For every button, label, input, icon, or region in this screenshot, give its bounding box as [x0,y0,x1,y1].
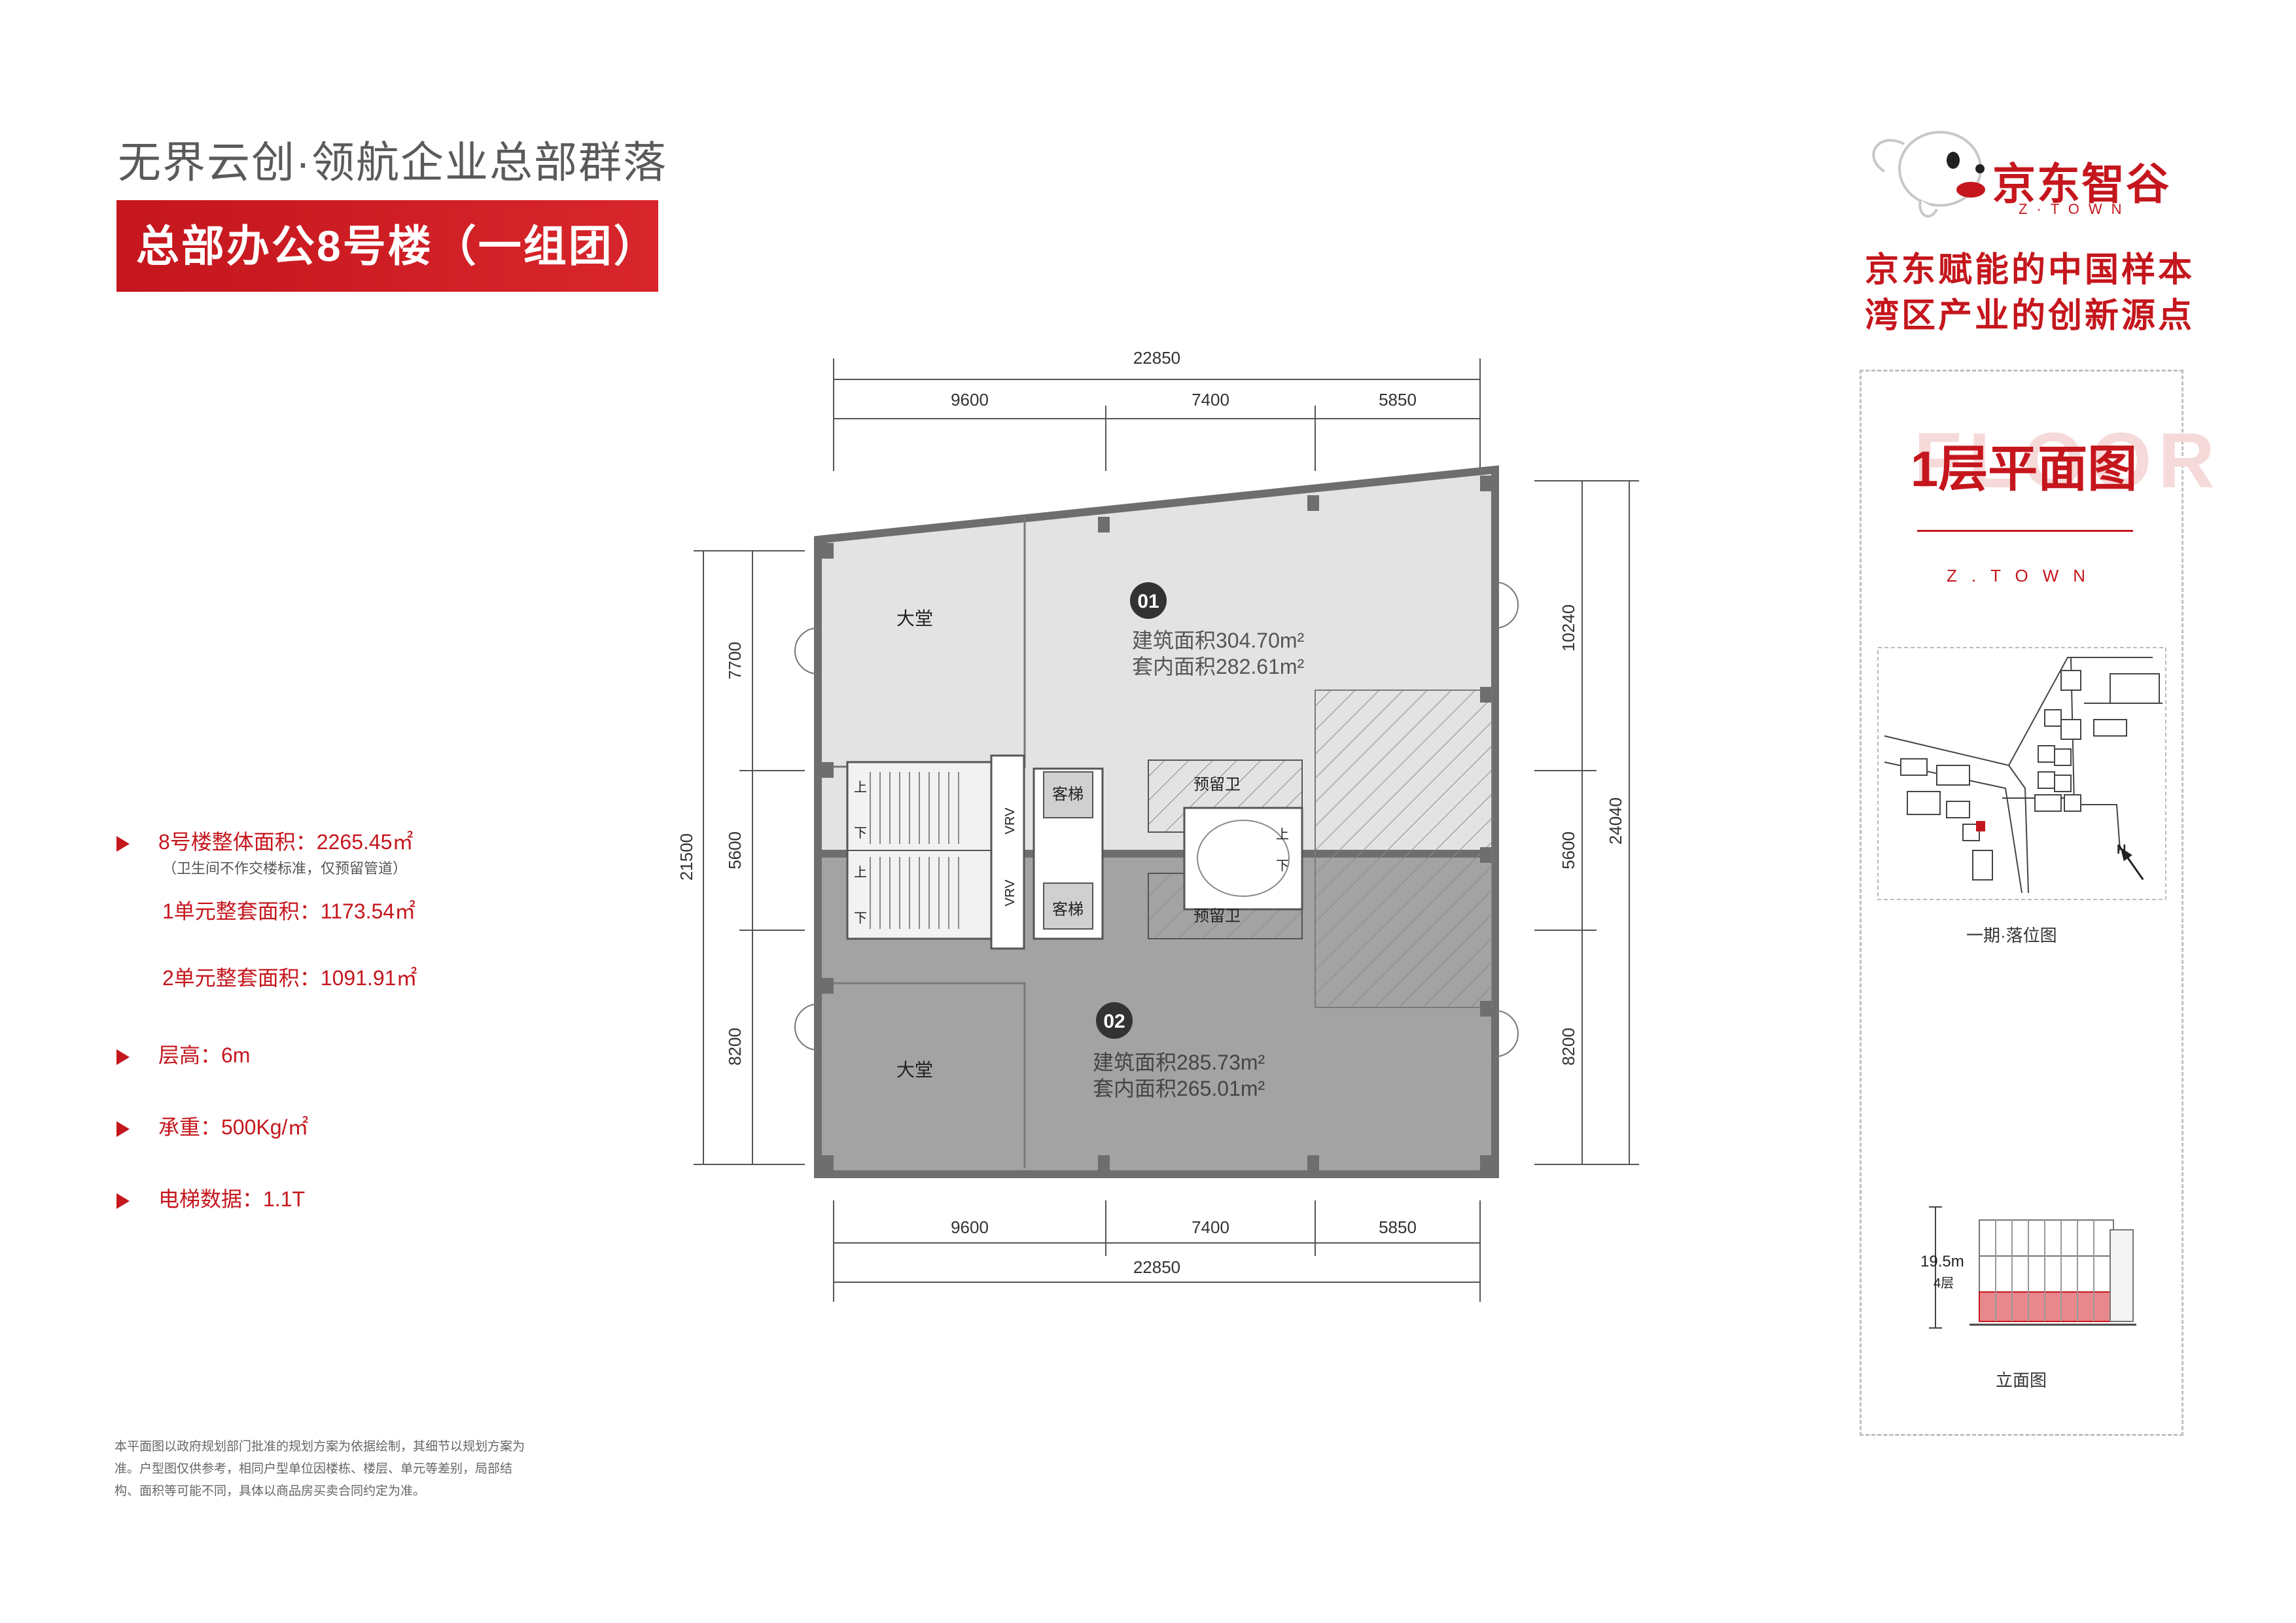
spec-note: （卫生间不作交楼标准，仅预留管道） [162,860,408,877]
floor-divider [1917,530,2133,532]
reserved-wc-label-2: 预留卫 [1193,907,1241,925]
dim-right-total: 24040 [1606,797,1625,845]
north-label: N [2117,843,2126,857]
spec-total-area: 8号楼整体面积：2265.45㎡ [116,826,413,856]
dim-bottom-part2: 7400 [1192,1217,1229,1237]
stair-up-label-2: 上 [854,865,867,880]
unit-01-badge [1130,582,1167,619]
unit-02-number: 02 [1103,1011,1125,1032]
dim-left-part3: 8200 [725,1028,745,1066]
unit-01-inner-area: 套内面积282.61m² [1132,655,1305,678]
bullet-triangle-icon [116,1049,130,1065]
dim-bottom-part1: 9600 [951,1217,989,1237]
bullet-triangle-icon [116,835,130,852]
dim-left-part1: 7700 [725,642,745,680]
spec-label: 8号楼整体面积：2265.45㎡ [158,830,414,854]
elevation-floors: 4层 [1934,1276,1954,1291]
site-map: N [1877,647,2166,900]
dim-left-total: 21500 [677,833,696,881]
dim-bottom-part3: 5850 [1379,1217,1417,1237]
bullet-triangle-icon [116,1193,130,1209]
elevation-diagram [1929,1206,2136,1329]
stair-up-label-3: 上 [1276,827,1289,842]
elevator-label-2: 客梯 [1052,901,1084,918]
brand-sub: Z·TOWN [2019,201,2131,217]
jd-mascot-logo [1872,131,1985,218]
slogan-line-1: 京东赋能的中国样本 [1865,251,2195,289]
elevation-caption: 立面图 [1996,1370,2047,1390]
dim-bottom-total: 22850 [1133,1257,1180,1277]
dim-top-total: 22850 [1133,348,1180,368]
stair-down-label-2: 下 [854,911,867,926]
floor-ztown: Z.TOWN [1947,566,2100,585]
reserved-wc-label-1: 预留卫 [1193,776,1241,794]
dim-right-part1: 10240 [1559,604,1578,652]
spec-elevator: 电梯数据：1.1T [116,1183,305,1213]
elevator-label-1: 客梯 [1052,786,1084,803]
dim-top-part3: 5850 [1379,390,1417,410]
door-swings [794,582,1519,1057]
stair-down-label-3: 下 [1276,859,1289,873]
spec-label: 层高：6m [158,1043,251,1067]
elevation-height: 19.5m [1920,1253,1964,1270]
bullet-triangle-icon [116,1121,130,1137]
building-core [846,754,1303,950]
floor-info-panel [1860,370,2183,1436]
dim-left-part2: 5600 [725,831,745,869]
dimension-top [833,358,1481,471]
disclaimer-text: 本平面图以政府规划部门批准的规划方案为依据绘制，其细节以规划方案为准。户型图仅供… [115,1440,525,1498]
building-title-banner: 总部办公8号楼（一组团） [116,200,658,292]
unit-01-number: 01 [1137,591,1159,612]
vrv-label-2: VRV [1003,879,1017,906]
vrv-label-1: VRV [1003,807,1017,834]
slogan-line-2: 湾区产业的创新源点 [1865,297,2195,335]
dim-right-part2: 5600 [1559,831,1578,869]
building-title: 总部办公8号楼（一组团） [136,222,659,270]
dim-top-part2: 7400 [1192,390,1229,410]
unit-01-build-area: 建筑面积304.70m² [1132,629,1305,652]
spec-label: 承重：500Kg/㎡ [158,1115,309,1139]
structural-columns [822,476,1492,1171]
spec-unit1-area: 1单元整套面积：1173.54㎡ [162,899,416,923]
stair-down-label-1: 下 [854,826,867,841]
brand-name: 京东智谷 [1992,160,2170,208]
lobby-label-2: 大堂 [896,1060,933,1080]
dimension-right [1534,480,1639,1165]
project-subtitle: 无界云创·领航企业总部群落 [118,138,667,186]
stair-up-label-1: 上 [854,780,867,795]
floor-watermark: FLOOR [1914,417,2221,504]
dimension-left [694,550,805,1165]
dim-right-part3: 8200 [1559,1028,1578,1066]
spec-load: 承重：500Kg/㎡ [116,1111,308,1141]
spec-floor-height: 层高：6m [116,1039,250,1069]
lobby-label-1: 大堂 [896,608,933,629]
unit-02-badge [1096,1002,1133,1039]
unit-02-inner-area: 套内面积265.01m² [1093,1077,1265,1100]
floor-title: 1层平面图 [1911,442,2138,497]
dimension-bottom [833,1200,1481,1302]
dim-top-part1: 9600 [951,390,989,410]
site-map-caption: 一期·落位图 [1966,926,2057,945]
unit-02-build-area: 建筑面积285.73m² [1093,1051,1265,1074]
spec-unit2-area: 2单元整套面积：1091.91㎡ [162,966,417,990]
spec-label: 电梯数据：1.1T [158,1187,306,1211]
hatched-area [1315,689,1492,1008]
